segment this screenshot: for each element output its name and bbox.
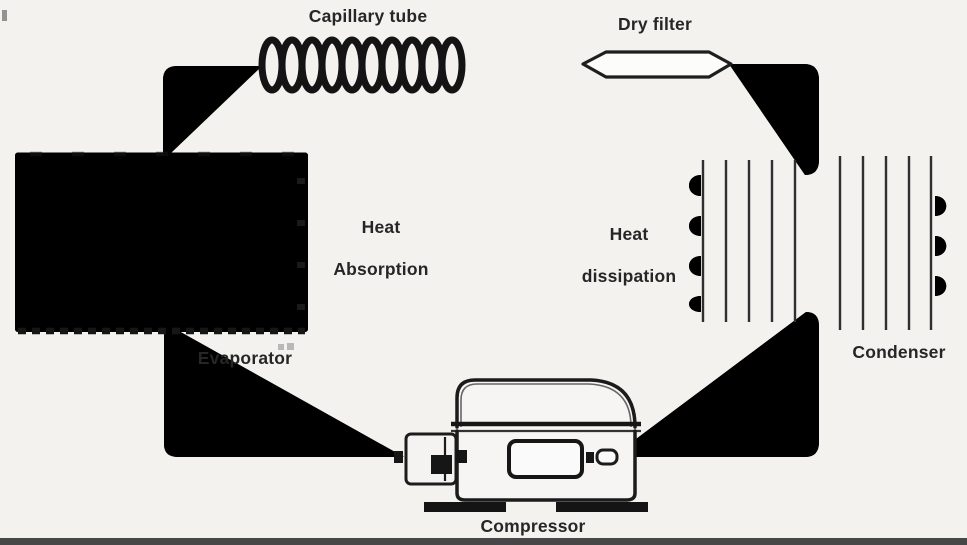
heat-dissipation-label: Heat dissipation — [549, 203, 709, 308]
dry-filter-label: Dry filter — [618, 14, 692, 34]
heat-absorption-line2: Absorption — [333, 259, 429, 279]
heat-dissipation-line1: Heat — [609, 224, 649, 244]
condenser-label: Condenser — [852, 342, 946, 362]
dry-filter-drawing — [581, 50, 733, 79]
heat-dissipation-line2: dissipation — [581, 266, 677, 286]
capillary-coil-drawing — [258, 36, 466, 94]
evaporator-drawing — [18, 151, 305, 335]
heat-absorption-line1: Heat — [361, 217, 401, 237]
condenser-drawing — [701, 156, 933, 330]
compressor-drawing — [394, 378, 648, 512]
bottom-edge-bar — [0, 538, 967, 545]
capillary-tube-label: Capillary tube — [308, 6, 428, 26]
faint-artifact-marks — [2, 10, 294, 350]
compressor-label: Compressor — [480, 516, 586, 536]
evaporator-label: Evaporator — [197, 348, 293, 368]
heat-absorption-label: Heat Absorption — [301, 196, 461, 301]
